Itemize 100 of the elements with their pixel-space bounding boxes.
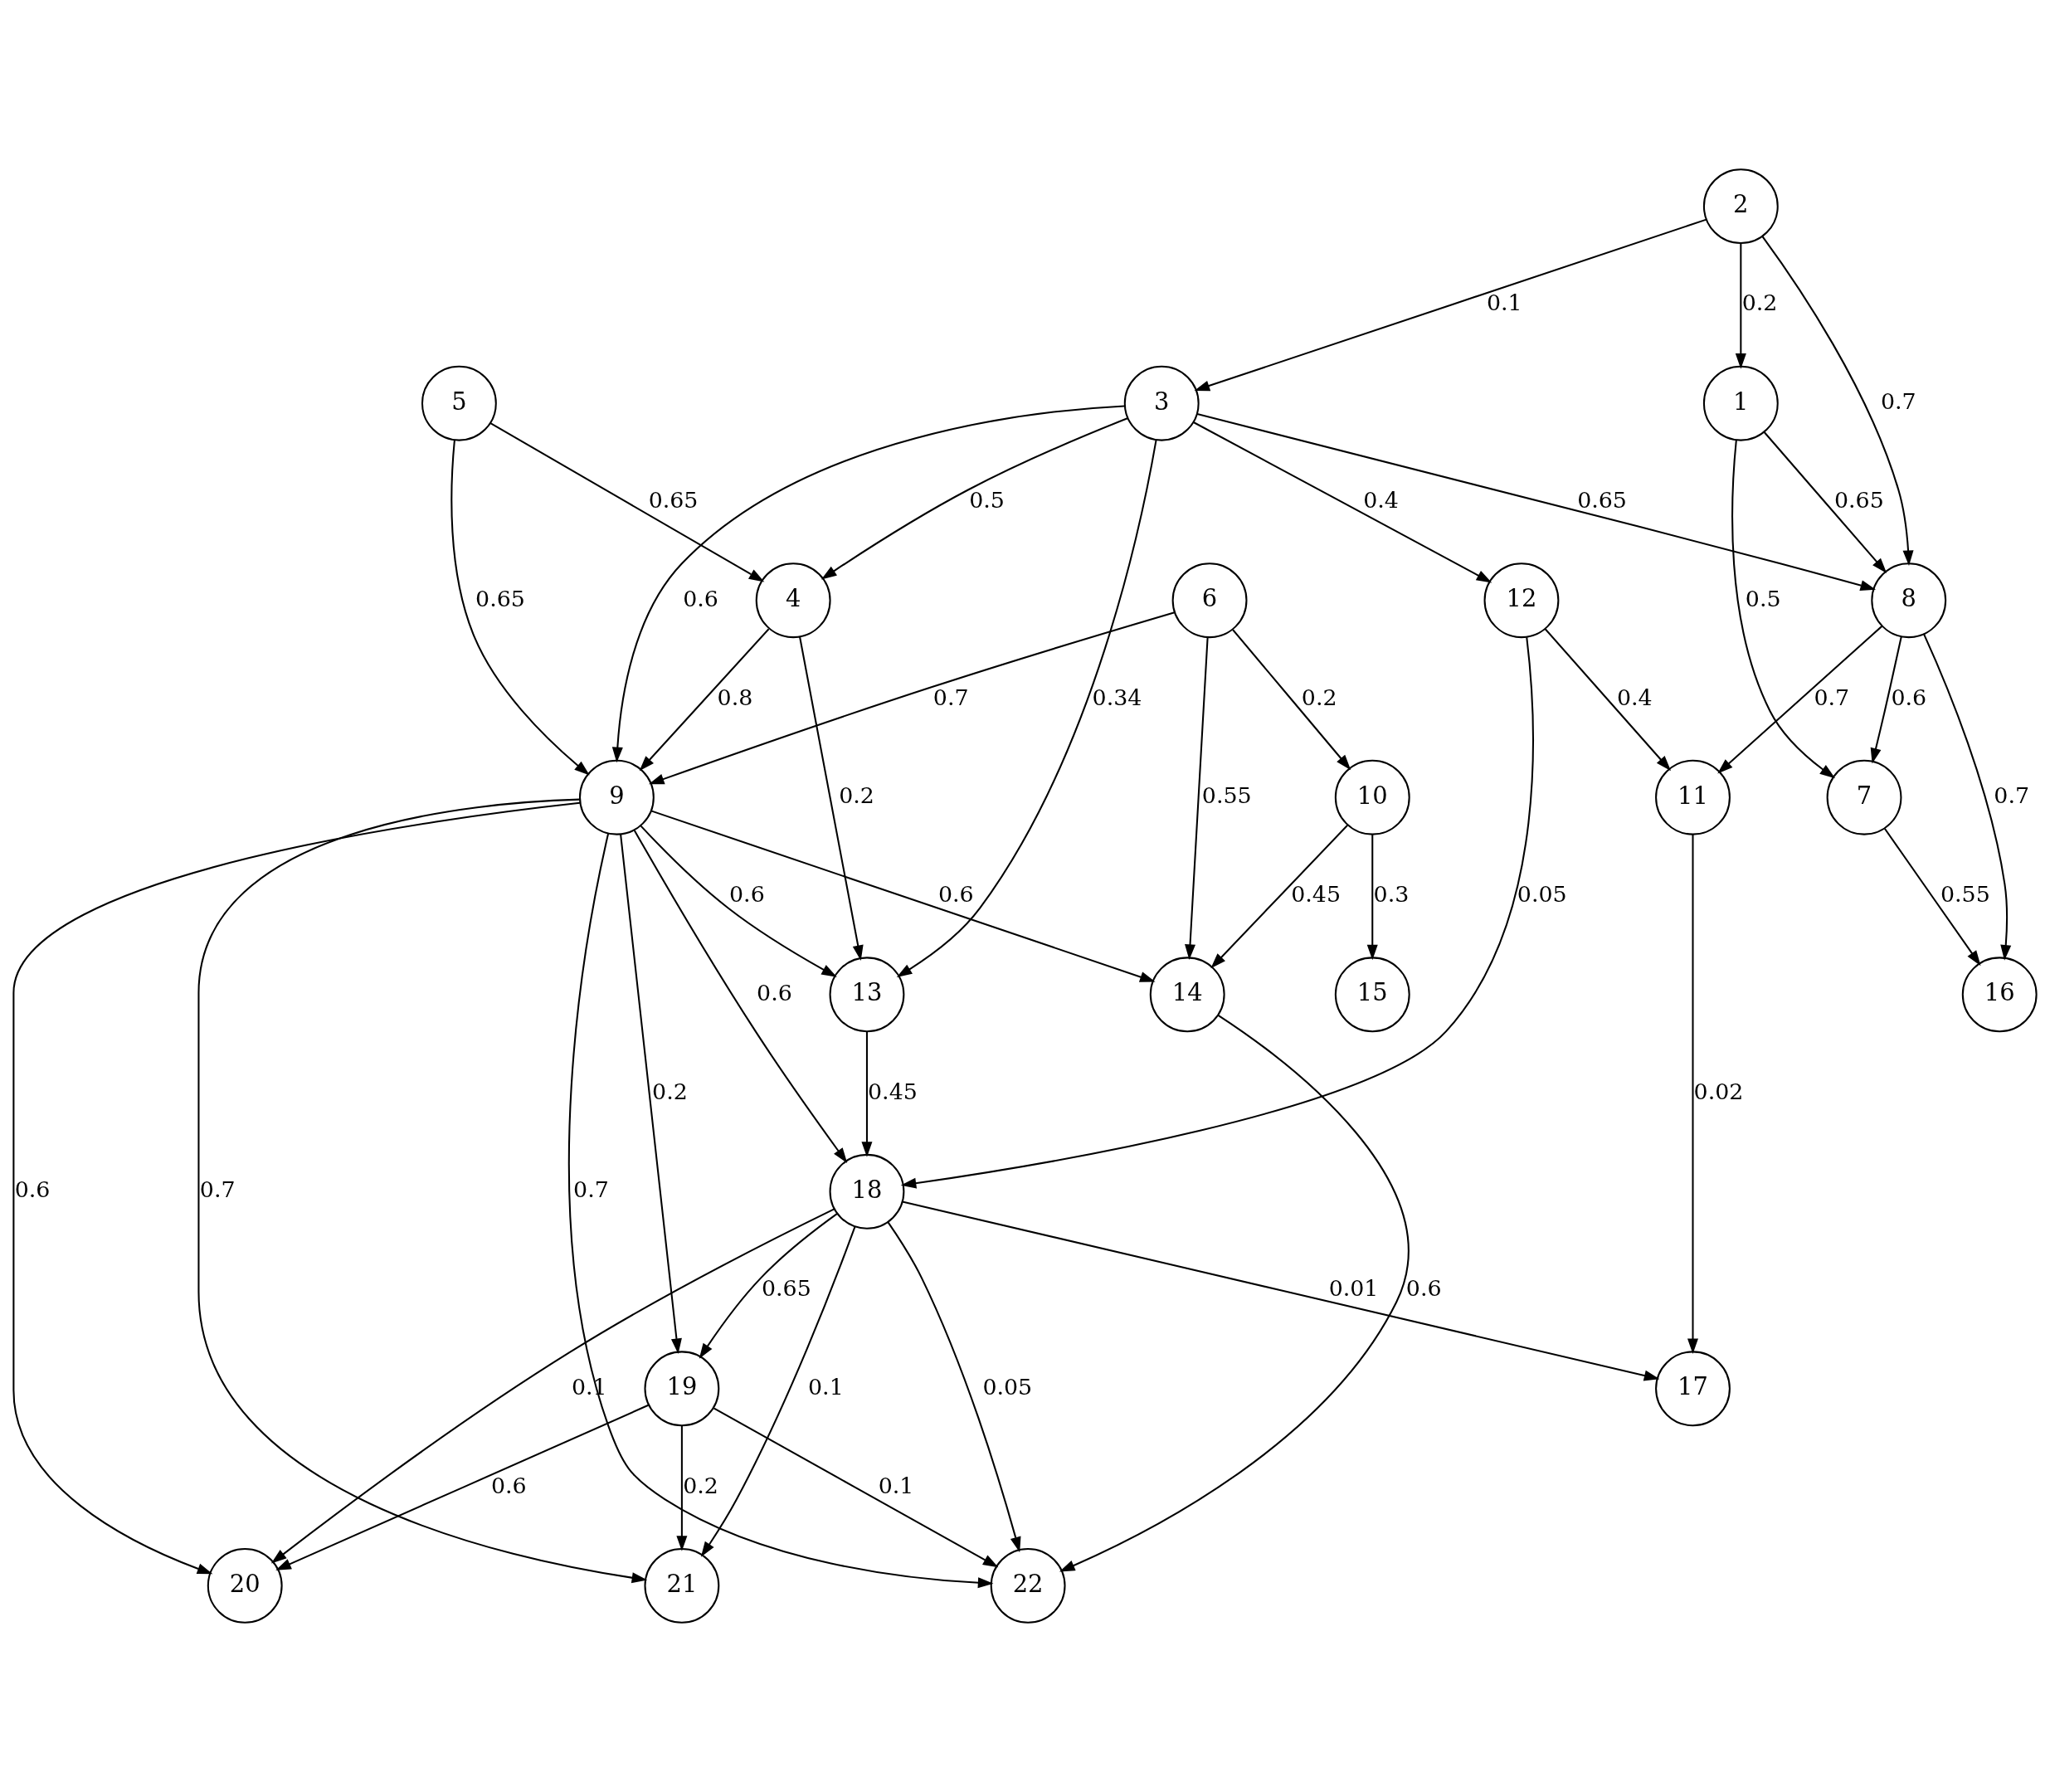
arrow [700,1226,856,1557]
edge-label: 0.65 [762,1275,811,1302]
edge-label: 0.6 [683,585,718,611]
node-circle: 10 [1334,759,1410,835]
arrow [650,810,1156,982]
arrow [1763,431,1887,574]
edge-label: 0.34 [1092,684,1142,710]
node-circle: 16 [1961,957,2038,1033]
arrow [887,1221,1021,1553]
arrow [1923,633,2012,961]
arrow [1193,421,1492,583]
arrow [1731,440,1836,779]
edge-label: 0.65 [1577,486,1627,513]
arrow [699,1213,838,1359]
node-circle: 4 [755,562,831,639]
edge-label: 0.4 [1363,486,1399,513]
edge-label: 0.55 [1201,782,1252,809]
node-circle: 13 [829,957,905,1033]
edge-label: 0.7 [1881,388,1916,415]
edge-label: 0.1 [878,1472,914,1498]
edge-label: 0.2 [1741,290,1778,316]
edge-label: 0.05 [1517,881,1567,908]
arrow [1196,413,1877,591]
arrow [648,611,1175,785]
arrow [489,422,765,582]
arrow [568,833,994,1589]
arrow [1210,825,1348,969]
node-circle: 3 [1123,365,1200,441]
arrow [12,801,581,1575]
arrow [900,637,1534,1189]
arrow [861,1031,873,1157]
node-circle: 14 [1149,957,1225,1033]
arrow [197,798,648,1584]
node-circle: 17 [1655,1351,1731,1427]
edge-label: 0.5 [1745,585,1781,611]
arrow [902,1200,1660,1381]
arrow [1544,628,1672,772]
edge-label: 0.65 [1833,486,1884,513]
edge-label: 0.2 [1301,684,1337,710]
node-circle: 12 [1483,562,1560,639]
edge-label: 0.6 [757,979,792,1006]
arrow [713,1407,999,1568]
edge-label: 0.7 [199,1176,236,1203]
node-circle: 21 [644,1547,720,1624]
edge-label: 0.8 [717,684,753,710]
edge-label: 0.6 [490,1472,527,1498]
edge-label: 0.2 [683,1472,718,1498]
arrow [1185,637,1209,960]
edge-label: 0.1 [808,1373,844,1400]
edge-label: 0.2 [652,1078,688,1104]
edge-label: 0.65 [648,486,699,513]
node-circle: 20 [207,1547,283,1624]
edge-label: 0.4 [1616,684,1653,710]
arrow [450,440,590,776]
edge-label: 0.65 [475,585,525,611]
node-circle: 11 [1655,759,1731,835]
arrow [1059,1014,1410,1572]
arrow [640,825,837,977]
arrow [1232,629,1351,771]
edge-label: 0.45 [868,1078,918,1104]
arrow [633,830,848,1164]
node-circle: 9 [578,759,655,835]
arrow [676,1425,688,1551]
arrow [275,1404,649,1570]
arrow [799,636,864,962]
edge-label: 0.7 [1994,782,2030,809]
edge-label: 0.6 [1405,1275,1442,1302]
arrow [611,405,1125,763]
edge-label: 0.1 [1486,290,1522,316]
edge-label: 0.6 [14,1176,51,1203]
node-circle: 6 [1171,562,1248,639]
node-circle: 15 [1334,957,1410,1033]
arrow [1717,626,1882,774]
arrow [1883,828,1981,967]
node-circle: 8 [1871,562,1947,639]
edge-label: 0.6 [1891,684,1927,710]
node-circle: 1 [1702,365,1779,441]
node-circle: 5 [421,365,497,441]
edge-label: 0.05 [982,1373,1033,1400]
arrow [1870,636,1902,764]
edge-label: 0.01 [1328,1275,1379,1302]
arrow [1735,243,1746,369]
edge-label: 0.7 [573,1176,609,1203]
arrow [1194,218,1707,392]
node-circle: 18 [829,1153,905,1230]
edge-label: 0.45 [1291,881,1341,908]
arrow [639,628,770,772]
edge-label: 0.55 [1940,881,1990,908]
node-circle: 7 [1826,759,1902,835]
edge-label: 0.7 [1814,684,1850,710]
arrow [270,1208,835,1564]
arrow [1687,835,1698,1355]
arrow [820,417,1128,580]
edge-label: 0.6 [938,881,974,908]
edge-label: 0.2 [839,782,874,809]
edge-label: 0.5 [969,486,1005,513]
edge-label: 0.3 [1373,881,1410,908]
edge-label: 0.6 [729,881,765,908]
edge-label: 0.02 [1693,1078,1744,1104]
edge-label: 0.7 [932,684,969,710]
